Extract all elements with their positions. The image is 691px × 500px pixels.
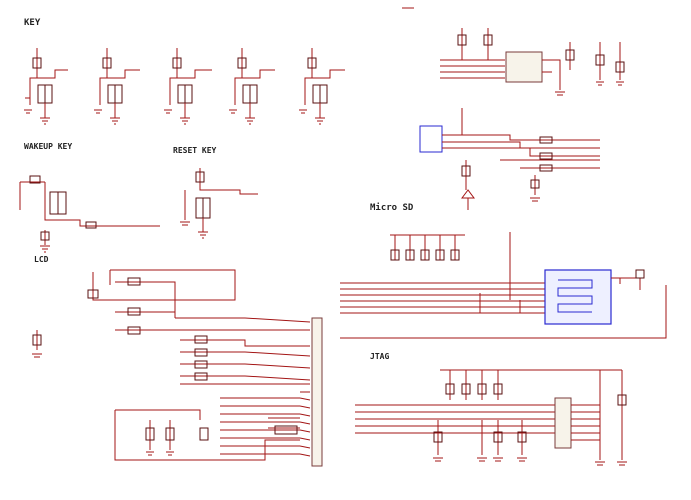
jtag-header (554, 397, 572, 449)
eeprom-chip (505, 51, 543, 83)
key-button-4 (229, 48, 275, 125)
key-section-title: KEY (24, 18, 41, 28)
usb-connector (419, 125, 443, 153)
lcd-connector (311, 317, 323, 467)
jtag-section: JTAG (355, 352, 627, 466)
key-section: KEY (24, 18, 345, 125)
lcd-section: LCD (32, 255, 323, 467)
key-button-1 (24, 48, 68, 125)
wakeup-key-section: WAKEUP KEY (19, 142, 160, 253)
wakeup-key-title: WAKEUP KEY (24, 142, 72, 151)
key-button-3 (164, 48, 212, 125)
eeprom-section (402, 7, 625, 96)
jtag-title: JTAG (370, 352, 389, 361)
micro-sd-section: Micro SD (340, 202, 667, 339)
key-button-2 (94, 48, 140, 125)
usb-uart-section (419, 108, 600, 210)
key-button-5 (299, 48, 345, 125)
micro-sd-socket (544, 269, 612, 325)
reset-key-section: RESET KEY (173, 146, 258, 239)
reset-key-title: RESET KEY (173, 146, 217, 155)
lcd-title: LCD (34, 255, 49, 264)
micro-sd-title: Micro SD (370, 202, 414, 213)
